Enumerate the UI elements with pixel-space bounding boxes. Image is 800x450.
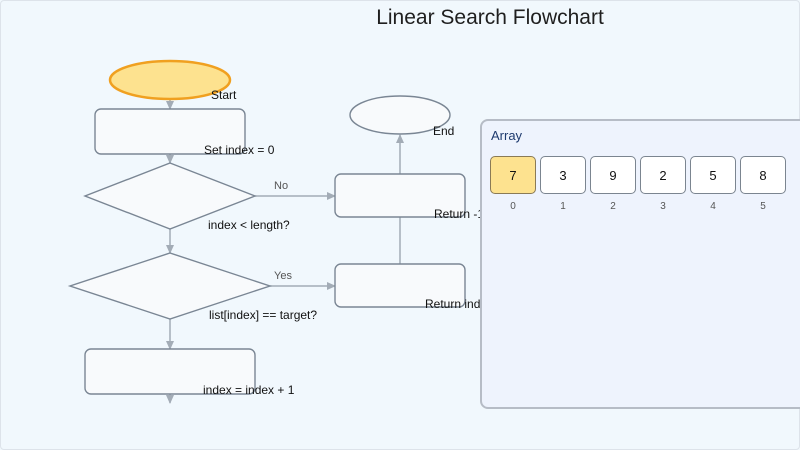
array-index: 3 <box>660 201 666 212</box>
check-length-label: index < length? <box>208 218 290 232</box>
array-cell[interactable]: 9 <box>590 156 636 194</box>
array-cell-value: 2 <box>659 167 667 183</box>
array-cell[interactable]: 5 <box>690 156 736 194</box>
increment-node[interactable] <box>84 348 256 395</box>
array-cell-value: 3 <box>559 167 567 183</box>
array-index: 1 <box>560 201 566 212</box>
array-title: Array <box>491 128 523 143</box>
return-not-found-node[interactable] <box>334 173 466 218</box>
array-index: 2 <box>610 201 616 212</box>
array-cell-value: 8 <box>759 167 767 183</box>
return-index-label: Return index <box>425 297 493 311</box>
array-cell-value: 9 <box>609 167 617 183</box>
array-cell[interactable]: 3 <box>540 156 586 194</box>
start-node[interactable] <box>108 59 232 101</box>
init-label: Set index = 0 <box>204 143 275 157</box>
init-node[interactable] <box>94 108 246 155</box>
array-index: 0 <box>510 201 516 212</box>
array-cell[interactable]: 8 <box>740 156 786 194</box>
check-length-node[interactable] <box>83 162 257 230</box>
array-index: 4 <box>710 201 716 212</box>
array-panel: Array 7 3 9 2 5 8 0 1 2 3 4 5 <box>480 119 800 409</box>
array-cell[interactable]: 7 <box>490 156 536 194</box>
edge-label-no: No <box>274 180 288 192</box>
compare-label: list[index] == target? <box>209 308 317 322</box>
return-not-found-label: Return -1 <box>434 207 484 221</box>
end-label: End <box>433 124 454 138</box>
start-label: Start <box>211 88 237 102</box>
array-cell-value: 7 <box>509 167 517 183</box>
edge-label-yes: Yes <box>274 270 292 282</box>
increment-label: index = index + 1 <box>203 383 295 397</box>
page-title: Linear Search Flowchart <box>376 6 604 29</box>
array-index: 5 <box>760 201 766 212</box>
array-cell[interactable]: 2 <box>640 156 686 194</box>
array-cell-value: 5 <box>709 167 717 183</box>
end-node[interactable] <box>349 95 451 135</box>
compare-node[interactable] <box>67 252 273 320</box>
return-index-node[interactable] <box>334 263 466 308</box>
